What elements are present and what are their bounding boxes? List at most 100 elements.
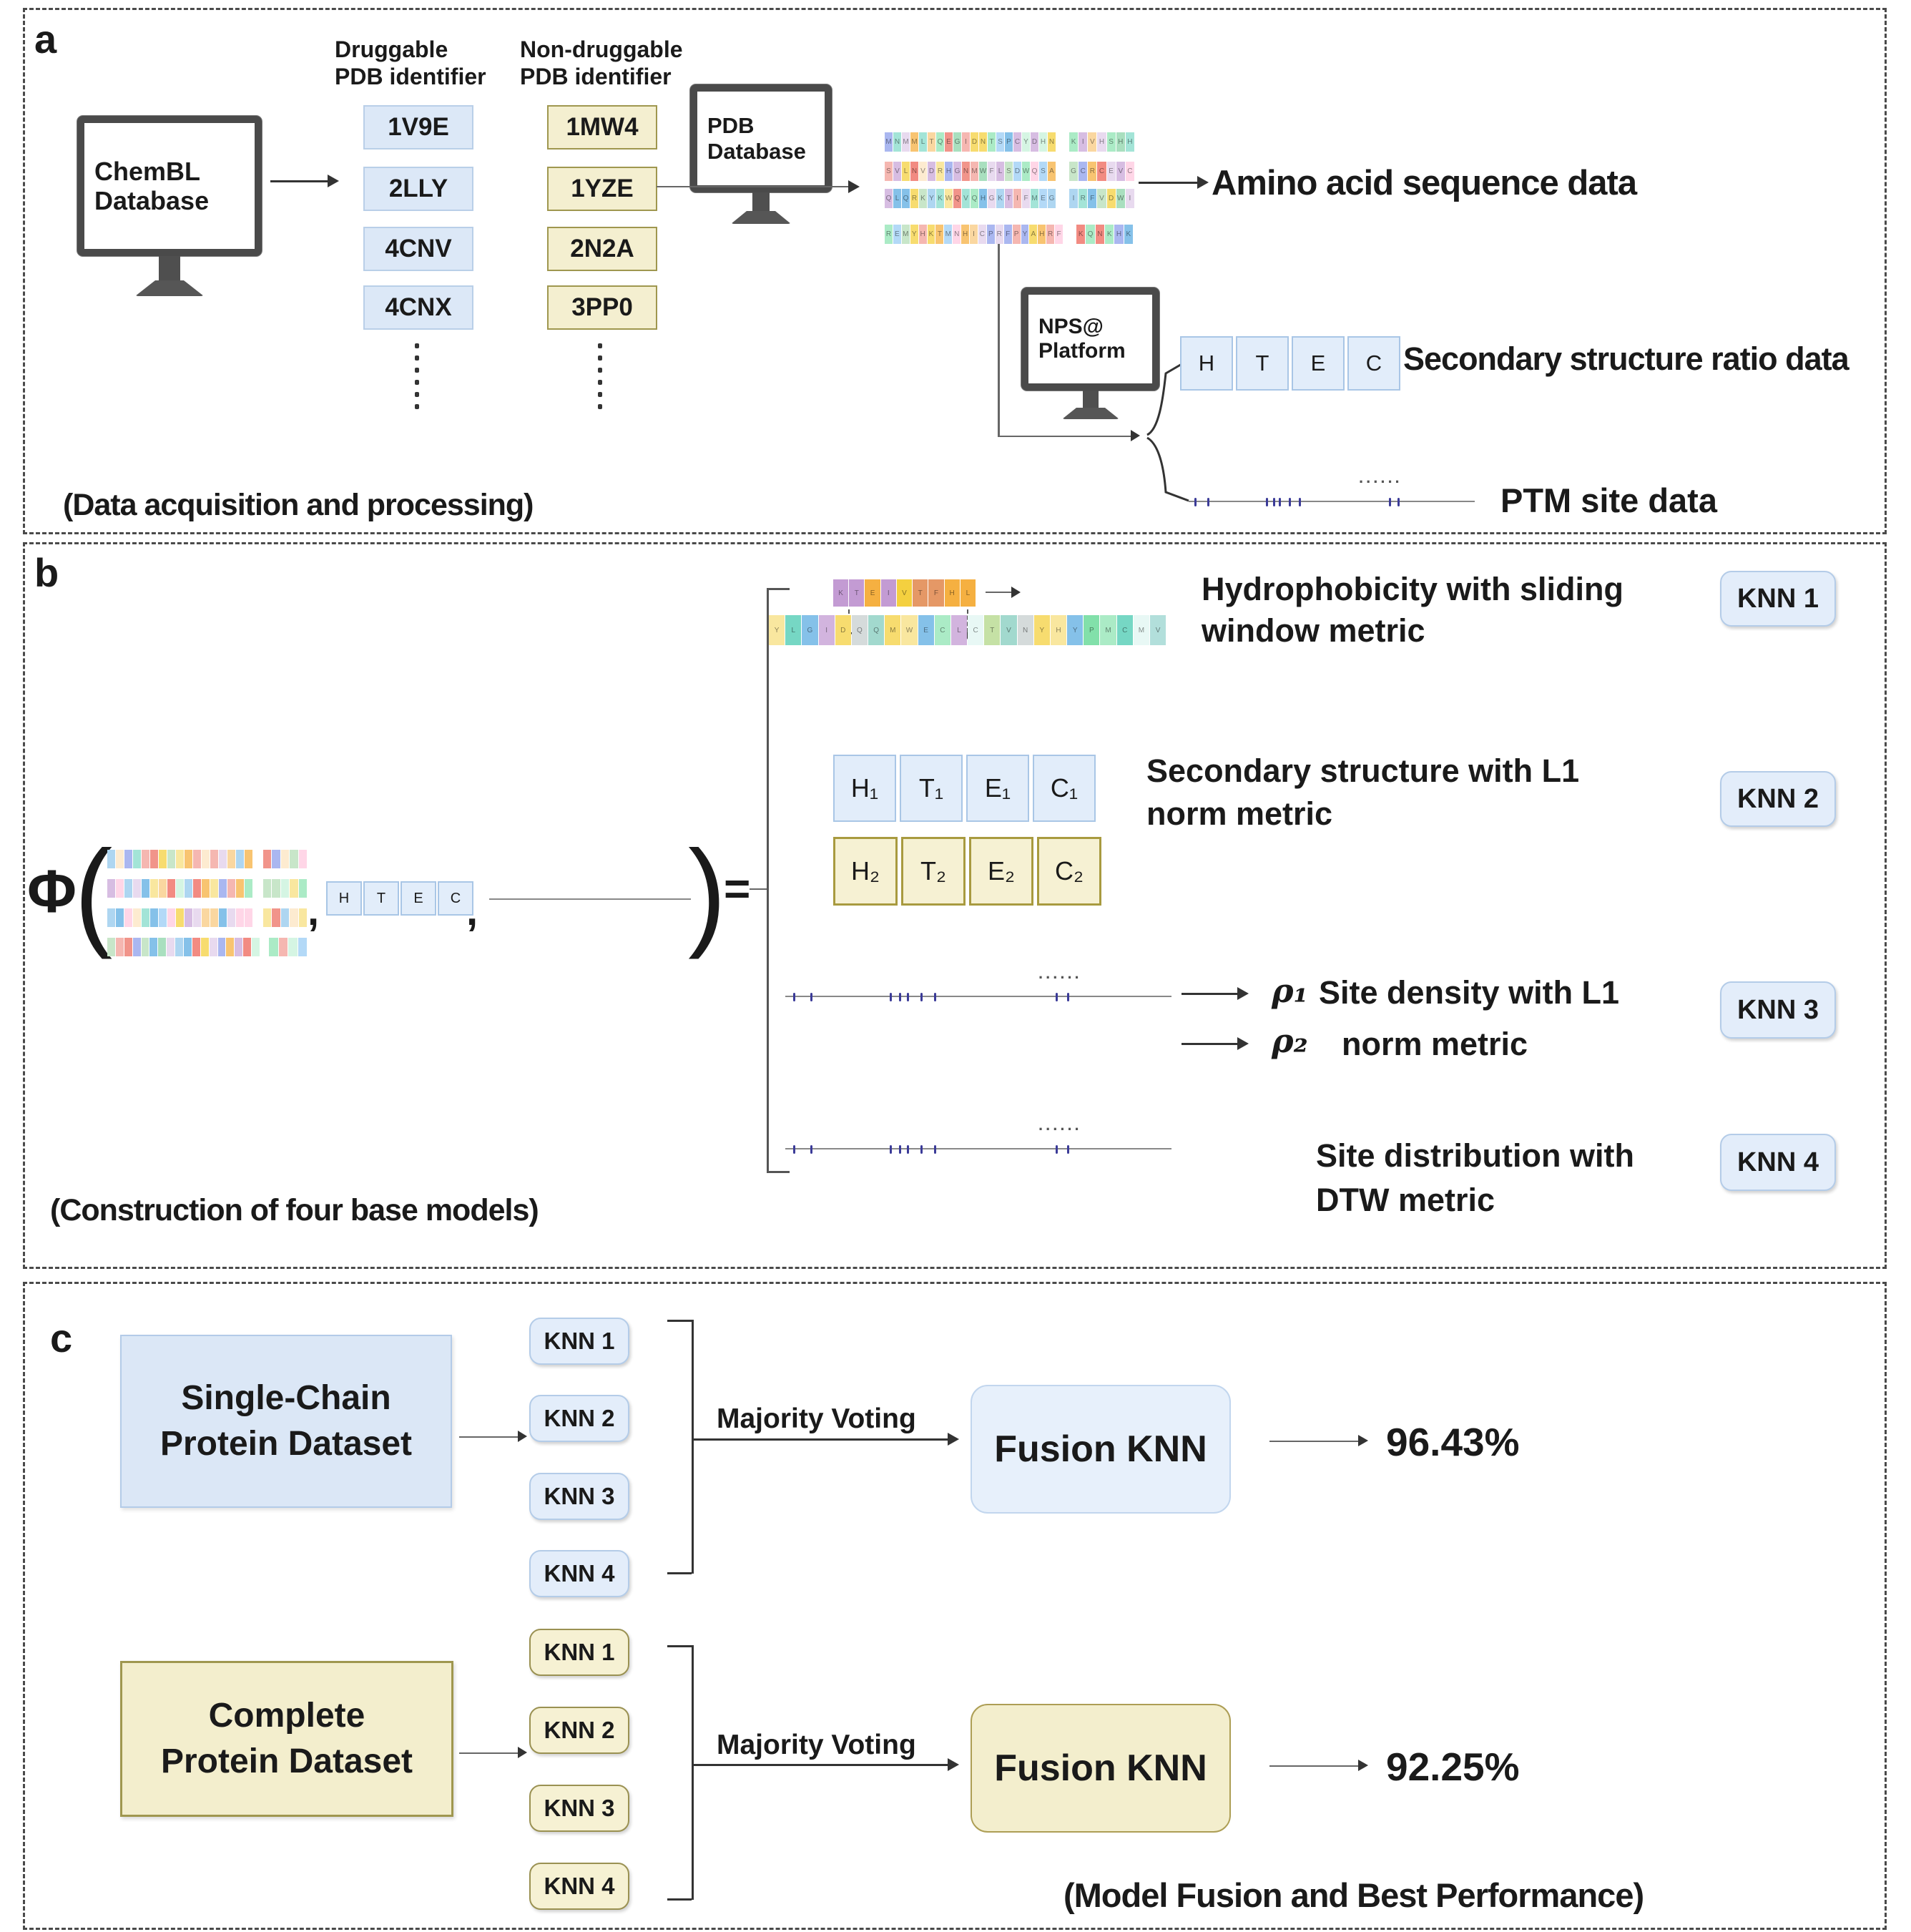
mini-htec-h: H: [326, 881, 362, 916]
arrow-fusion-to-accuracy: [1269, 1441, 1360, 1442]
pdb-id-druggable: 4CNV: [363, 227, 473, 271]
bracket-tick-top: [667, 1645, 692, 1647]
knn3-badge: KNN 3: [1720, 981, 1836, 1039]
row1-title: Hydrophobicity with sliding window metri…: [1202, 569, 1623, 652]
druggable-header: Druggable PDB identifier: [335, 36, 486, 90]
single-chain-dataset-box: Single-Chain Protein Dataset: [120, 1335, 452, 1508]
knn-button: KNN 1: [529, 1629, 629, 1676]
secondary-structure-ratio-label: Secondary structure ratio data: [1403, 340, 1849, 377]
mini-htec-c: C: [438, 881, 473, 916]
amino-acid-label: Amino acid sequence data: [1212, 164, 1637, 202]
knn-button: KNN 3: [529, 1785, 629, 1832]
e1-cell: E₁: [966, 755, 1029, 822]
comma: ,: [466, 888, 478, 934]
mini-sequence-strip: [107, 938, 260, 956]
ellipsis-vertical: [415, 343, 419, 409]
pdb-id-nondruggable: 2N2A: [547, 227, 657, 271]
arrowhead: [1358, 1760, 1368, 1771]
line-seq-down: [998, 244, 1000, 436]
panel-c-caption: (Model Fusion and Best Performance): [1063, 1876, 1644, 1914]
fusion-label: Fusion KNN: [994, 1428, 1207, 1470]
pdb-id-nondruggable: 1MW4: [547, 105, 657, 149]
mini-htec-boxes: H T E C: [326, 881, 473, 916]
mini-sequence-strip: [263, 850, 308, 868]
mini-sequence-strip: [107, 879, 253, 898]
ptm-site-label: PTM site data: [1500, 481, 1717, 519]
knn-button: KNN 4: [529, 1550, 629, 1597]
arrow-dataset-to-knn: [459, 1436, 519, 1438]
nondruggable-header-line2: PDB identifier: [520, 64, 672, 89]
bracket-tick-bottom: [767, 1171, 790, 1173]
rho1-symbol: ρ₁: [1272, 971, 1308, 1010]
row2-title-line1: Secondary structure with L1: [1146, 752, 1580, 789]
row1-title-line1: Hydrophobicity with sliding: [1202, 571, 1623, 607]
arrowhead: [948, 1433, 959, 1446]
pdb-id-nondruggable: 3PP0: [547, 285, 657, 330]
panel-b-label: b: [34, 550, 59, 595]
line-argument: [489, 898, 691, 900]
ptm-site-line: [1189, 498, 1475, 506]
nps-monitor-text: Platform: [1038, 339, 1126, 363]
arrowhead: [518, 1747, 527, 1758]
arrow-window-shift: [986, 592, 1013, 593]
c1-cell: C₁: [1033, 755, 1096, 822]
bracket-tick-top: [667, 1320, 692, 1322]
pdb-id-druggable: 4CNX: [363, 285, 473, 330]
pdb-monitor-text: Database: [707, 138, 806, 164]
htec-cell-t: T: [1236, 336, 1289, 391]
pdb-database-monitor: PDB Database: [690, 84, 832, 224]
arrowhead: [1237, 987, 1249, 1000]
ellipsis-vertical: [598, 343, 602, 409]
mini-sequence-strip: [269, 938, 308, 956]
panel-a-caption: (Data acquisition and processing): [63, 488, 534, 522]
arrow-chembl-to-ids: [270, 180, 329, 182]
knn-button: KNN 1: [529, 1318, 629, 1365]
line-to-nps-split: [998, 436, 1134, 437]
fusion-knn-box: Fusion KNN: [971, 1704, 1231, 1833]
mini-htec-e: E: [401, 881, 436, 916]
pdb-monitor-text: PDB: [707, 112, 755, 138]
mini-sequence-strip: [107, 908, 253, 927]
equals-sign: =: [724, 863, 751, 914]
monitor-screen: NPS@ Platform: [1021, 288, 1159, 391]
arrowhead: [518, 1431, 527, 1442]
t2-cell: T₂: [901, 837, 966, 906]
bracket-vertical: [767, 588, 769, 1173]
h2-cell: H₂: [833, 837, 898, 906]
rho2-symbol: ρ₂: [1272, 1021, 1308, 1060]
bracket-tick-top: [767, 588, 790, 590]
monitor-stand: [1082, 391, 1099, 408]
arrowhead: [848, 180, 860, 193]
htec-cell-c: C: [1347, 336, 1400, 391]
arrowhead: [1358, 1435, 1368, 1446]
druggable-header-line1: Druggable: [335, 36, 448, 62]
arrow-dataset-to-knn: [459, 1752, 519, 1754]
druggable-header-line2: PDB identifier: [335, 64, 486, 89]
site-distribution-line: [785, 1145, 1171, 1154]
bracket-tick-bottom: [667, 1572, 692, 1574]
ellipsis-horizontal: ......: [1038, 964, 1082, 982]
pdb-id-druggable: 1V9E: [363, 105, 473, 149]
nondruggable-header: Non-druggable PDB identifier: [520, 36, 683, 90]
bracket-vertical: [692, 1645, 694, 1900]
htec-cell-h: H: [1180, 336, 1233, 391]
monitor-screen: ChemBL Database: [77, 116, 262, 256]
arrowhead: [1197, 176, 1209, 189]
monitor-stand: [159, 256, 180, 280]
h1-cell: H₁: [833, 755, 896, 822]
pdb-id-nondruggable: 1YZE: [547, 167, 657, 211]
bracket-vertical: [692, 1320, 694, 1574]
row3-title2: norm metric: [1342, 1026, 1528, 1062]
row1-title-line2: window metric: [1202, 612, 1425, 649]
bracket-tick-bottom: [667, 1898, 692, 1901]
arrow-rho2: [1182, 1043, 1239, 1045]
chembl-monitor-text: ChemBL: [94, 156, 201, 186]
htec-cell-e: E: [1292, 336, 1345, 391]
htec1-boxes: H₁ T₁ E₁ C₁: [833, 755, 1096, 822]
row4-title-line2: DTW metric: [1316, 1182, 1495, 1218]
